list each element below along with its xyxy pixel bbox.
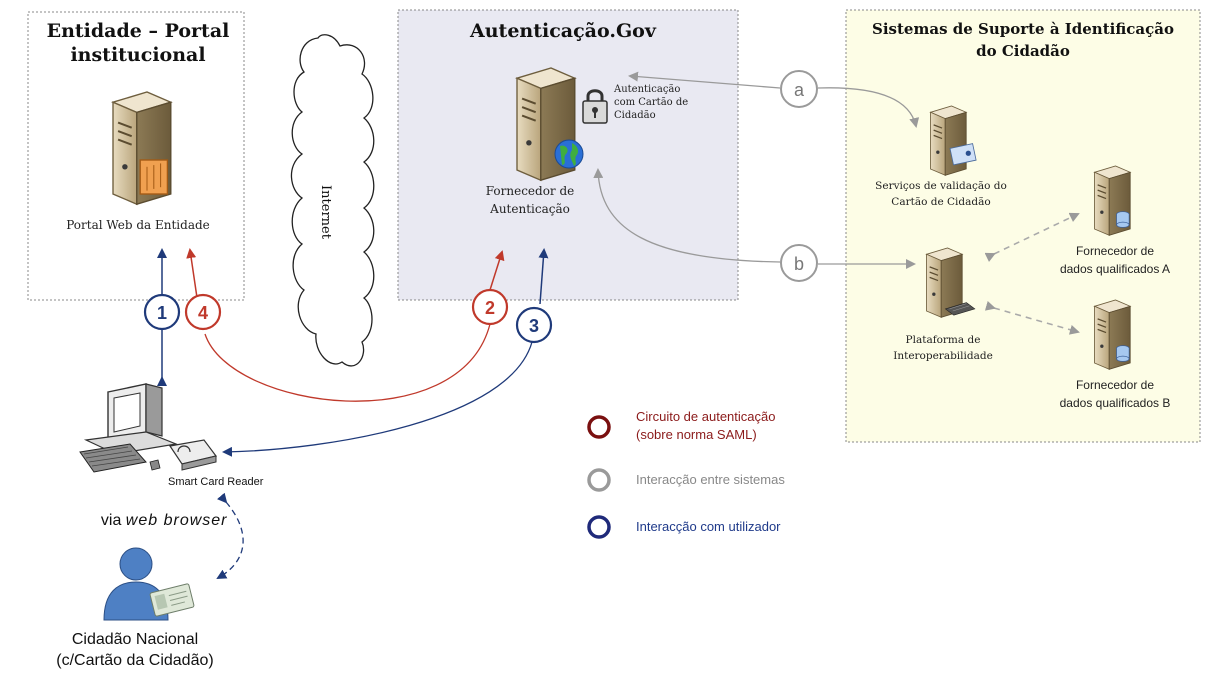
citizen-label-line2: (c/Cartão da Cidadão) — [56, 652, 214, 669]
step-a-left-arrow — [628, 71, 781, 89]
citizen-label-line1: Cidadão Nacional — [71, 631, 199, 648]
legend-red-ring — [587, 415, 611, 439]
provider-b-server-icon — [1093, 299, 1131, 370]
portal-server-icon — [111, 90, 172, 206]
validation-server-icon — [929, 105, 977, 176]
svg-text:b: b — [794, 254, 804, 274]
legend-blue-ring — [587, 515, 611, 539]
auth-gov-title: Autenticação.Gov — [470, 20, 656, 42]
step-3-curve — [222, 341, 533, 457]
svg-text:3: 3 — [529, 316, 539, 336]
auth-badge-line3: Cidadão — [614, 110, 656, 121]
svg-text:a: a — [794, 80, 805, 100]
support-title-line2: do Cidadão — [976, 42, 1070, 60]
smart-card-reader-label: Smart Card Reader — [168, 476, 264, 488]
step-2-up-arrow — [489, 250, 505, 291]
legend-item1-line1: Circuito de autenticação — [636, 409, 776, 424]
interop-label-line1: Plataforma de — [905, 334, 981, 346]
auth-server-label-line1: Fornecedor de — [485, 184, 575, 198]
provider-b-label-line2: dados qualificados B — [1059, 396, 1171, 410]
step-b-left-arrow — [593, 168, 781, 263]
step-2-4-curve — [204, 323, 491, 402]
internet-label: Internet — [318, 185, 333, 240]
step-2-badge: 2 — [471, 288, 509, 326]
step-3-up-arrow — [538, 248, 549, 305]
portal-server-label: Portal Web da Entidade — [66, 218, 210, 232]
lock-icon — [582, 89, 608, 124]
interop-label-line2: Interoperabilidade — [893, 350, 993, 362]
provider-b-label-line1: Fornecedor de — [1075, 378, 1155, 392]
citizen-card-icon — [149, 583, 195, 617]
legend-item2: Interacção entre sistemas — [636, 472, 785, 487]
auth-server-label-line2: Autenticação — [490, 202, 570, 216]
provider-a-label-line2: dados qualificados A — [1059, 262, 1171, 276]
step-b-badge: b — [780, 244, 818, 282]
interop-provider-a-link — [984, 212, 1080, 262]
legend-gray-ring — [587, 468, 611, 492]
step-a-badge: a — [780, 70, 818, 108]
step-3-badge: 3 — [515, 306, 553, 344]
interop-server-icon — [925, 247, 976, 318]
svg-text:4: 4 — [198, 303, 208, 323]
auth-badge-line1: Autenticação — [614, 84, 681, 95]
legend-item3: Interacção com utilizador — [636, 519, 781, 534]
web-browser-label: via web browser — [92, 492, 228, 530]
provider-a-label-line1: Fornecedor de — [1075, 244, 1155, 258]
entity-title-line2: institucional — [70, 44, 206, 66]
validation-label-line1: Serviços de validação do — [875, 180, 1007, 192]
support-title-line1: Sistemas de Suporte à Identificação — [872, 20, 1174, 38]
step-a-right-arrow — [817, 87, 920, 128]
svg-text:2: 2 — [485, 298, 495, 318]
validation-label-line2: Cartão de Cidadão — [891, 196, 991, 208]
internet-cloud — [290, 34, 375, 367]
web-browser-prefix: via — [100, 512, 126, 530]
legend-item1-line2: (sobre norma SAML) — [636, 427, 757, 442]
smart-card-reader-icon — [168, 439, 218, 471]
web-browser-em: web browser — [125, 512, 228, 530]
provider-a-server-icon — [1093, 165, 1131, 236]
entity-title-line1: Entidade – Portal — [46, 20, 230, 42]
computer-icon — [79, 383, 179, 473]
interop-provider-b-link — [984, 300, 1080, 335]
citizen-person-icon — [103, 547, 169, 621]
svg-text:1: 1 — [157, 303, 167, 323]
auth-badge-line2: com Cartão de — [614, 97, 689, 108]
step-1-badge: 1 — [143, 293, 181, 331]
citizen-reader-link — [216, 492, 244, 579]
globe-icon — [554, 139, 584, 169]
step-4-badge: 4 — [184, 293, 222, 331]
